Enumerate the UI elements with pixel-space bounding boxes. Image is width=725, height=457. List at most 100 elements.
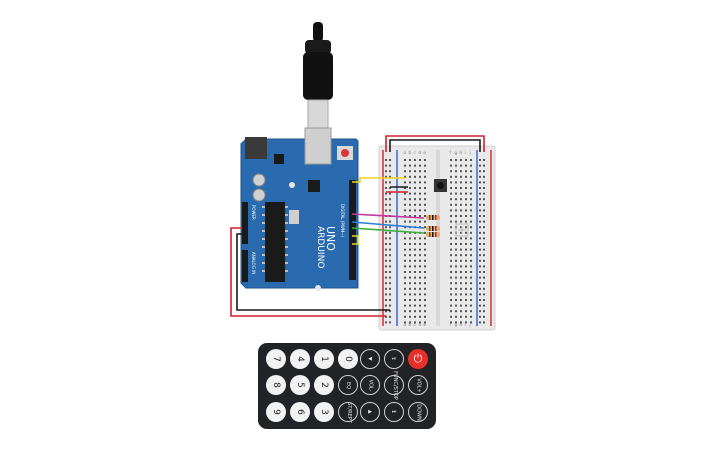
breadboard-hole[interactable] [419,181,421,184]
wire-red-5v[interactable] [230,227,386,317]
breadboard-hole[interactable] [450,170,452,173]
breadboard-hole[interactable] [389,181,391,184]
breadboard-hole[interactable] [414,243,416,245]
breadboard-hole[interactable] [389,265,391,268]
breadboard-hole[interactable] [419,209,421,212]
components[interactable] [426,179,469,237]
breadboard-hole[interactable] [414,287,416,290]
remote-button-eq[interactable]: EQ [338,375,358,395]
breadboard-hole[interactable] [424,293,426,296]
breadboard-hole[interactable] [389,321,391,324]
breadboard-hole[interactable] [470,293,472,296]
breadboard-hole[interactable] [450,271,452,273]
breadboard-hole[interactable] [455,181,457,184]
breadboard-hole[interactable] [470,187,472,189]
breadboard-hole[interactable] [470,159,472,161]
breadboard-hole[interactable] [479,282,481,285]
breadboard-hole[interactable] [465,215,467,217]
remote-button-4[interactable]: 4 [290,349,310,369]
remote-button-7[interactable]: 7 [266,349,286,369]
breadboard-hole[interactable] [465,220,467,223]
breadboard-hole[interactable] [450,276,452,279]
breadboard-hole[interactable] [419,321,421,324]
remote-button-prev[interactable]: ◀ [360,349,380,369]
breadboard-hole[interactable] [414,271,416,273]
breadboard-hole[interactable] [465,265,467,268]
breadboard-hole[interactable] [385,237,387,240]
breadboard-hole[interactable] [455,215,457,217]
breadboard-hole[interactable] [460,276,462,279]
breadboard-hole[interactable] [455,164,457,167]
remote-button-0[interactable]: 0 [338,349,358,369]
breadboard-hole[interactable] [483,282,485,285]
breadboard-hole[interactable] [385,282,387,285]
breadboard-hole[interactable] [483,310,485,313]
breadboard-hole[interactable] [465,287,467,290]
breadboard-hole[interactable] [455,237,457,240]
breadboard-hole[interactable] [460,175,462,178]
breadboard-hole[interactable] [419,265,421,268]
breadboard-hole[interactable] [389,203,391,206]
breadboard-hole[interactable] [450,215,452,217]
breadboard-hole[interactable] [409,215,411,217]
breadboard-hole[interactable] [414,265,416,268]
breadboard-hole[interactable] [389,226,391,229]
breadboard-hole[interactable] [479,159,481,161]
breadboard-hole[interactable] [470,254,472,257]
breadboard-hole[interactable] [385,299,387,301]
breadboard-hole[interactable] [424,215,426,217]
breadboard-hole[interactable] [385,192,387,195]
breadboard-hole[interactable] [450,304,452,307]
breadboard-hole[interactable] [419,198,421,201]
breadboard-hole[interactable] [424,209,426,212]
breadboard-hole[interactable] [385,198,387,201]
breadboard-hole[interactable] [450,315,452,318]
breadboard-hole[interactable] [389,164,391,167]
breadboard-hole[interactable] [483,304,485,307]
breadboard-hole[interactable] [470,164,472,167]
remote-button-3[interactable]: 3 [314,402,334,422]
breadboard-hole[interactable] [414,321,416,324]
breadboard-hole[interactable] [483,243,485,245]
breadboard-hole[interactable] [424,271,426,273]
breadboard-hole[interactable] [470,192,472,195]
breadboard-hole[interactable] [470,304,472,307]
breadboard-hole[interactable] [465,237,467,240]
breadboard-hole[interactable] [419,287,421,290]
breadboard-hole[interactable] [470,220,472,223]
breadboard-hole[interactable] [450,265,452,268]
breadboard-hole[interactable] [424,170,426,173]
breadboard-hole[interactable] [465,243,467,245]
breadboard-hole[interactable] [414,220,416,223]
wire-black-gnd[interactable] [236,233,390,311]
breadboard-hole[interactable] [404,282,406,285]
reset-button[interactable] [341,149,349,157]
breadboard-hole[interactable] [385,220,387,223]
breadboard-hole[interactable] [465,175,467,178]
breadboard-hole[interactable] [483,276,485,279]
remote-button-8[interactable]: 8 [266,375,286,395]
breadboard-hole[interactable] [455,276,457,279]
breadboard-hole[interactable] [414,170,416,173]
breadboard-hole[interactable] [460,287,462,290]
breadboard-hole[interactable] [465,271,467,273]
breadboard-hole[interactable] [424,181,426,184]
breadboard-hole[interactable] [483,203,485,206]
breadboard-hole[interactable] [450,293,452,296]
breadboard-hole[interactable] [409,198,411,201]
breadboard-hole[interactable] [465,282,467,285]
breadboard-hole[interactable] [450,321,452,324]
breadboard-hole[interactable] [404,215,406,217]
remote-button-1[interactable]: 1 [314,349,334,369]
remote-button-6[interactable]: 6 [290,402,310,422]
breadboard-hole[interactable] [389,243,391,245]
breadboard-hole[interactable] [414,304,416,307]
wires[interactable] [230,135,485,317]
breadboard-hole[interactable] [419,159,421,161]
breadboard-hole[interactable] [409,170,411,173]
breadboard-hole[interactable] [483,248,485,251]
breadboard-hole[interactable] [389,310,391,313]
breadboard-hole[interactable] [409,248,411,251]
breadboard-hole[interactable] [455,315,457,318]
breadboard-hole[interactable] [404,164,406,167]
